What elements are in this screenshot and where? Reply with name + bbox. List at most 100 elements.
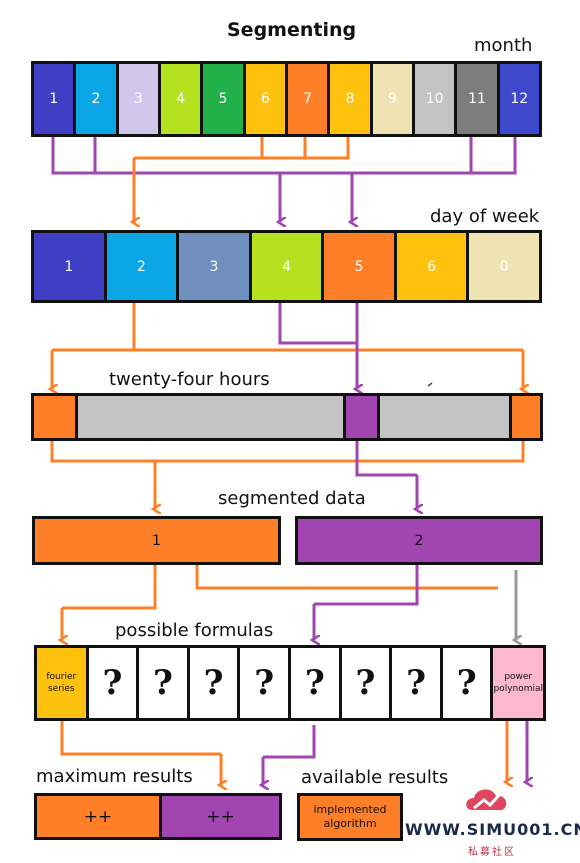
formula-fourier: fourier series <box>37 648 89 718</box>
available-implemented: implemented algorithm <box>297 793 403 841</box>
month-cell-3: 3 <box>118 64 161 134</box>
month-cell-label: 11 <box>468 91 486 107</box>
month-cell-8: 8 <box>330 64 373 134</box>
day-cell-label: 5 <box>354 258 364 275</box>
question-mark: ? <box>304 663 325 703</box>
question-mark: ? <box>355 663 376 703</box>
wire-seg1-right <box>195 565 498 590</box>
formula-unknown-1: ? <box>89 648 140 718</box>
hour-segment-grey-1 <box>78 396 346 438</box>
label-segmented: segmented data <box>218 488 366 509</box>
power-label: power polynomial <box>493 672 544 694</box>
label-formulas: possible formulas <box>115 620 274 641</box>
day-cell-label: 0 <box>499 258 509 275</box>
watermark-sub: 私募社区 <box>468 847 516 858</box>
formula-power-polynomial: power polynomial <box>493 648 543 718</box>
wire-fourier-result <box>60 721 221 756</box>
month-cell-2: 2 <box>76 64 119 134</box>
month-cell-label: 12 <box>510 91 529 107</box>
segment-1-label: 1 <box>152 532 161 549</box>
month-cell-4: 4 <box>160 64 204 134</box>
wire-day45-purple <box>278 303 359 345</box>
question-mark: ? <box>406 663 427 703</box>
day-cell-4: 4 <box>251 233 325 300</box>
watermark-site: WWW.SIMU001.CN <box>405 820 580 839</box>
month-cell-7: 7 <box>287 64 331 134</box>
max-orange-label: ++ <box>83 806 113 827</box>
page-title: Segmenting <box>227 19 357 41</box>
day-cell-label: 4 <box>282 258 291 275</box>
day-cell-3: 3 <box>179 233 252 300</box>
hour-segment-orange-left <box>34 396 78 438</box>
segment-2-label: 2 <box>414 532 424 549</box>
stray-mark <box>427 382 433 387</box>
label-day-of-week: day of week <box>430 206 540 227</box>
hour-segment-grey-2 <box>380 396 512 438</box>
wire-hours-orange-bracket <box>50 441 525 463</box>
formula-unknown-2: ? <box>139 648 190 718</box>
month-cell-label: 7 <box>303 91 313 107</box>
wire-hours-purple <box>355 441 417 477</box>
segment-1: 1 <box>32 516 281 565</box>
formula-unknown-3: ? <box>190 648 241 718</box>
formula-unknown-4: ? <box>240 648 292 718</box>
formulas-strip: fourier series ? ? ? ? ? ? ? ? power pol… <box>34 645 546 721</box>
month-cell-label: 10 <box>425 91 444 107</box>
max-result-purple: ++ <box>162 796 279 837</box>
question-mark: ? <box>456 663 477 703</box>
label-maximum: maximum results <box>36 766 193 787</box>
max-purple-label: ++ <box>206 806 235 827</box>
label-month: month <box>474 35 533 56</box>
question-mark: ? <box>254 663 275 703</box>
day-cell-label: 3 <box>209 258 219 275</box>
max-result-orange: ++ <box>37 796 162 837</box>
wire-seg1-fourier <box>62 565 157 610</box>
formula-unknown-6: ? <box>342 648 393 718</box>
hours-bar <box>31 393 543 441</box>
fourier-label: fourier series <box>46 672 77 694</box>
label-available: available results <box>301 767 449 788</box>
month-cell-label: 9 <box>387 91 397 107</box>
month-cell-1: 1 <box>34 64 77 134</box>
month-cell-label: 3 <box>133 91 143 107</box>
day-cell-label: 6 <box>427 258 437 275</box>
question-mark: ? <box>153 663 173 703</box>
month-cell-5: 5 <box>203 64 246 134</box>
wire-month-purple <box>51 137 517 175</box>
day-of-week-strip: 1 2 3 4 5 6 0 <box>31 230 542 303</box>
month-cell-6: 6 <box>245 64 288 134</box>
segment-2: 2 <box>295 516 543 565</box>
label-hours: twenty-four hours <box>109 369 270 390</box>
wire-seg2-formula <box>314 565 419 606</box>
wire-month-orange <box>134 137 350 160</box>
month-cell-label: 8 <box>345 91 355 107</box>
day-cell-0: 0 <box>469 233 540 300</box>
month-cell-label: 5 <box>218 91 228 107</box>
maximum-results: ++ ++ <box>34 793 282 840</box>
month-cell-11: 11 <box>457 64 500 134</box>
wire-day2-down <box>52 303 523 352</box>
day-cell-2: 2 <box>106 233 180 300</box>
day-cell-1: 1 <box>34 233 107 300</box>
month-cell-label: 6 <box>260 91 270 107</box>
hour-segment-orange-right <box>512 396 540 438</box>
wire-formula-result <box>263 725 316 759</box>
watermark-logo <box>466 789 507 810</box>
question-mark: ? <box>102 663 123 703</box>
formula-unknown-5: ? <box>291 648 342 718</box>
formula-unknown-8: ? <box>443 648 494 718</box>
month-cell-label: 1 <box>49 91 59 107</box>
hour-segment-purple <box>346 396 380 438</box>
day-cell-label: 2 <box>136 258 146 275</box>
month-cell-9: 9 <box>372 64 415 134</box>
month-cell-label: 2 <box>91 91 101 107</box>
month-cell-10: 10 <box>414 64 458 134</box>
formula-unknown-7: ? <box>392 648 443 718</box>
day-cell-5: 5 <box>324 233 397 300</box>
month-cell-12: 12 <box>499 64 539 134</box>
day-cell-6: 6 <box>396 233 470 300</box>
day-cell-label: 1 <box>64 258 74 275</box>
implemented-label: implemented algorithm <box>313 803 387 830</box>
month-cell-label: 4 <box>176 91 186 107</box>
